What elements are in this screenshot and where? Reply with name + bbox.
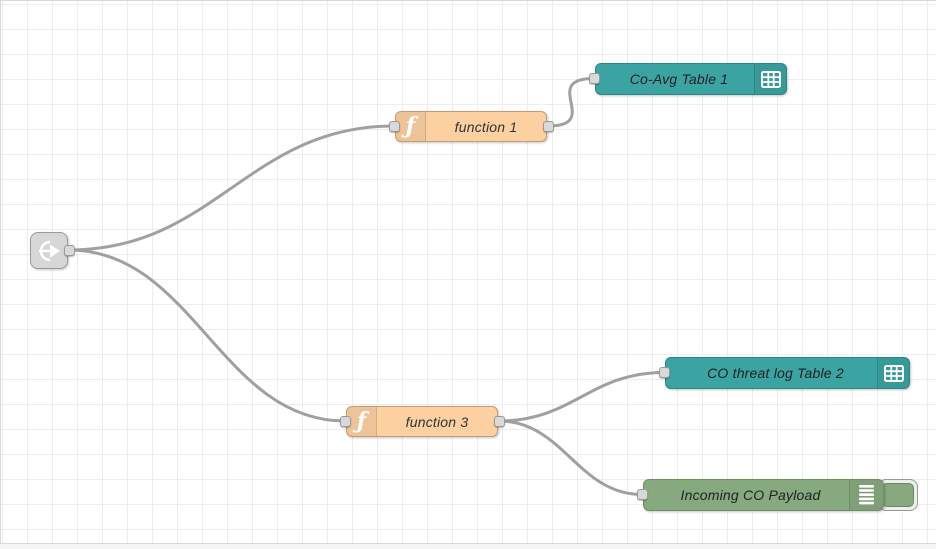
function-icon: ƒ [405,112,416,139]
node-icon-region: ƒ [347,407,377,436]
input-port[interactable] [636,489,648,500]
node-incoming-co-payload[interactable]: Incoming CO Payload [643,479,884,511]
node-label: function 3 [405,413,469,430]
wire-link-in-1-to-function-1[interactable] [67,124,396,252]
wire-function-3-to-incoming-co-payload[interactable] [497,419,644,496]
table-icon [883,364,904,382]
link-out-icon [36,238,62,264]
output-port[interactable] [493,415,505,427]
node-label: Incoming CO Payload [680,487,821,503]
canvas-top-edge [0,0,936,1]
node-label: function 1 [454,118,518,135]
node-icon-region [754,64,786,94]
debug-icon [859,484,874,506]
input-port[interactable] [388,120,400,132]
node-function-1[interactable]: ƒ function 1 [395,111,547,142]
debug-toggle-button[interactable] [878,479,918,511]
node-function-3[interactable]: ƒ function 3 [346,406,498,437]
node-co-avg-table-1[interactable]: Co-Avg Table 1 [595,63,787,95]
wire-function-1-to-co-avg-table-1[interactable] [546,77,596,128]
wire-function-3-to-co-threat-log-table-2[interactable] [497,371,666,423]
canvas-bottom-edge [0,543,936,544]
node-icon-region [877,358,909,388]
output-port[interactable] [63,244,75,256]
table-icon [760,70,781,88]
node-icon-region [31,238,67,264]
output-port[interactable] [542,120,554,132]
node-link-in-1[interactable] [30,232,68,269]
canvas-left-edge [0,0,1,543]
node-icon-region: ƒ [396,112,426,141]
node-icon-region [849,480,883,510]
input-port[interactable] [588,73,600,84]
function-icon: ƒ [356,407,367,434]
wire-link-in-1-to-function-3[interactable] [67,248,347,423]
node-label: CO threat log Table 2 [707,365,844,381]
canvas-outside-area [0,544,936,549]
node-co-threat-log-table-2[interactable]: CO threat log Table 2 [665,357,910,389]
node-label: Co-Avg Table 1 [629,71,729,87]
debug-toggle-button-face [882,483,914,507]
input-port[interactable] [658,367,670,378]
input-port[interactable] [339,415,351,427]
